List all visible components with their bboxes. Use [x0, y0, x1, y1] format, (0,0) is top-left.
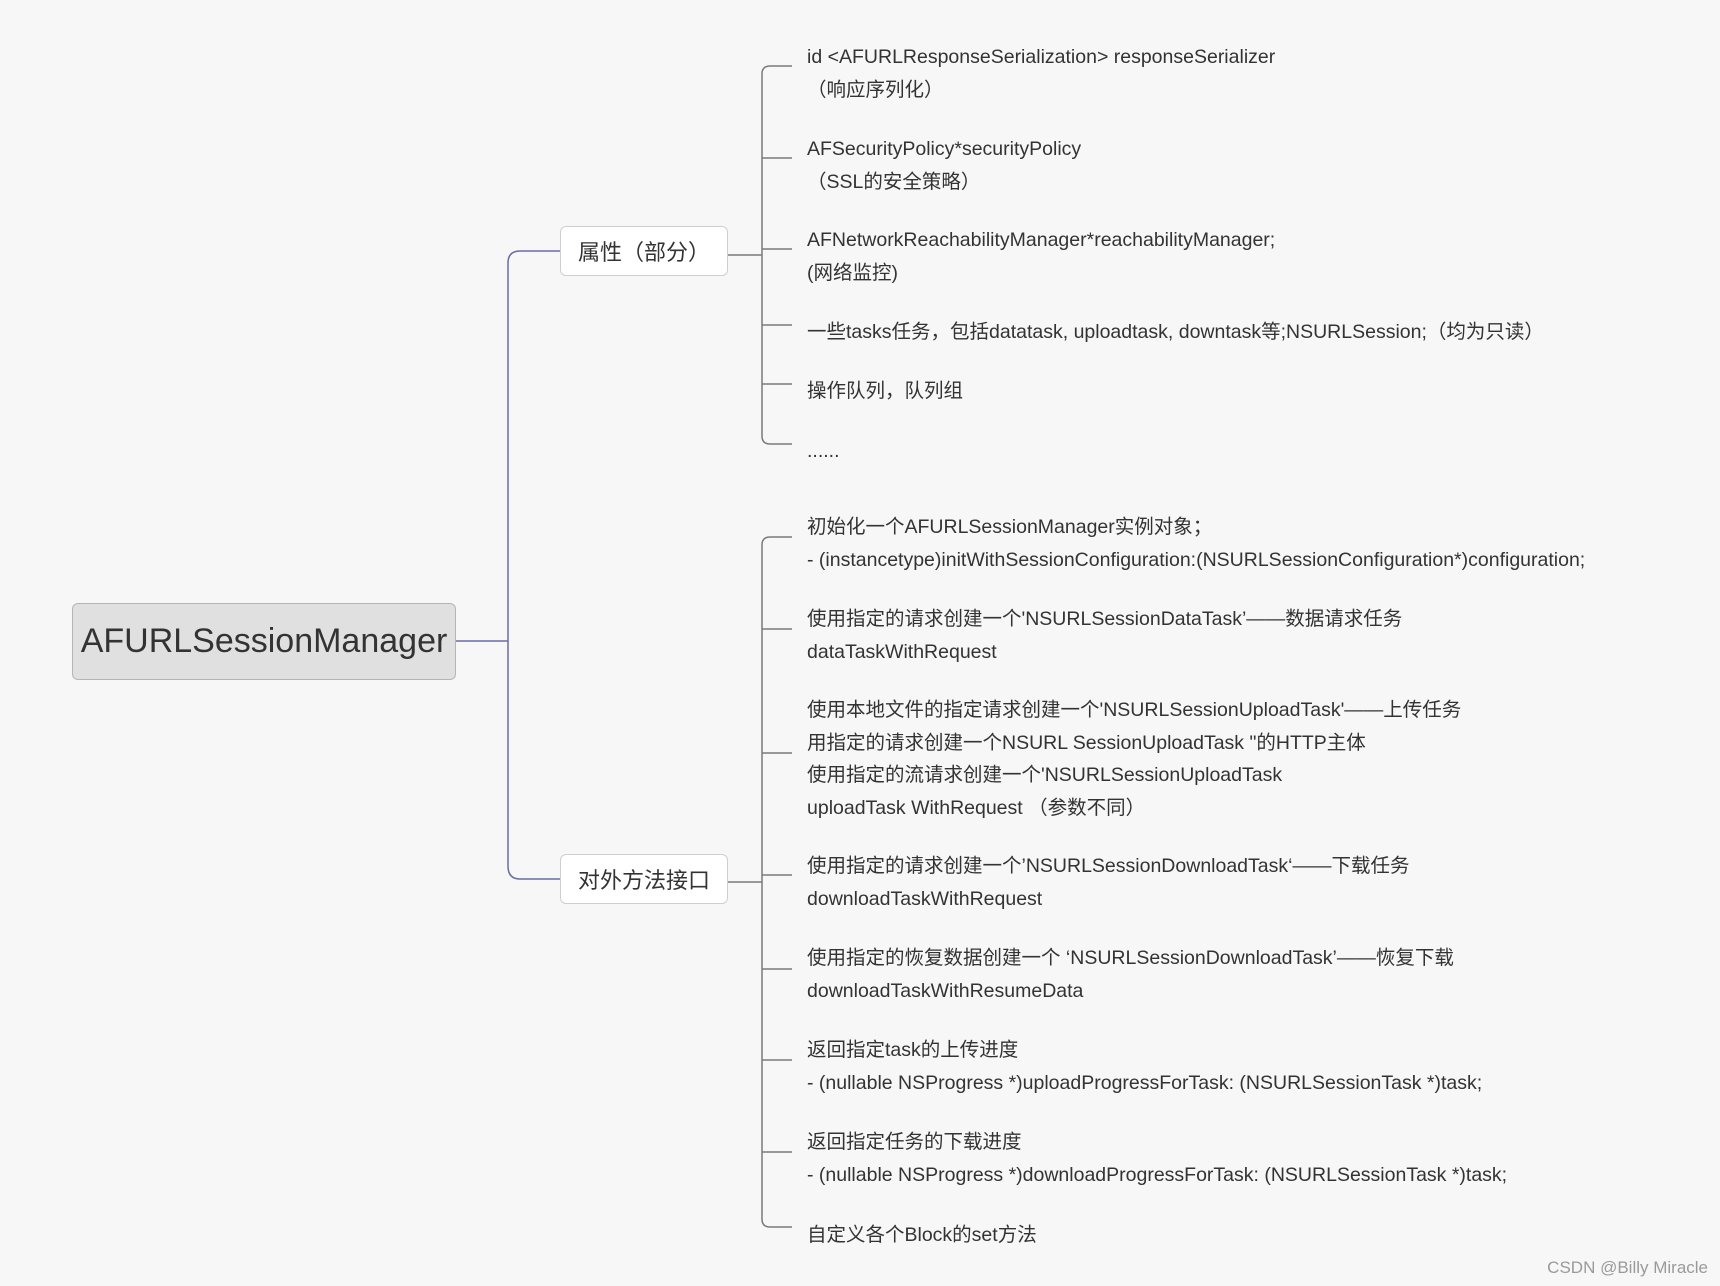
- leaf-node[interactable]: 使用指定的恢复数据创建一个 ‘NSURLSessionDownloadTask’…: [807, 942, 1454, 1007]
- leaf-node[interactable]: 自定义各个Block的set方法: [807, 1219, 1037, 1252]
- leaf-text: uploadTask WithRequest （参数不同）: [807, 796, 1146, 819]
- watermark: CSDN @Billy Miracle: [1547, 1258, 1708, 1277]
- root-node-label: AFURLSessionManager: [80, 622, 448, 660]
- leaf-node[interactable]: 初始化一个AFURLSessionManager实例对象； - (instanc…: [807, 511, 1585, 576]
- leaf-node[interactable]: 返回指定任务的下载进度 - (nullable NSProgress *)dow…: [807, 1126, 1507, 1191]
- leaf-node[interactable]: AFSecurityPolicy*securityPolicy （SSL的安全策…: [807, 133, 1081, 198]
- leaf-text: downloadTaskWithRequest: [807, 887, 1043, 910]
- leaf-node[interactable]: ......: [807, 435, 840, 468]
- methods-link-trunk: [761, 536, 792, 1228]
- leaf-node[interactable]: 使用本地文件的指定请求创建一个'NSURLSessionUploadTask'—…: [807, 694, 1461, 824]
- root-branch-link: [507, 250, 560, 880]
- leaf-text: （响应序列化）: [807, 78, 944, 101]
- leaf-text: (网络监控): [807, 261, 898, 284]
- leaf-node[interactable]: 一些tasks任务，包括datatask, uploadtask, downta…: [807, 316, 1544, 349]
- leaf-text: 返回指定任务的下载进度: [807, 1131, 1022, 1153]
- leaf-text: 使用指定的请求创建一个’NSURLSessionDownloadTask‘——下…: [807, 855, 1410, 877]
- leaf-text: 自定义各个Block的set方法: [807, 1224, 1037, 1246]
- root-node[interactable]: AFURLSessionManager: [72, 603, 456, 680]
- leaf-text: 初始化一个AFURLSessionManager实例对象；: [807, 516, 1213, 538]
- leaf-node[interactable]: 使用指定的请求创建一个'NSURLSessionDataTask’——数据请求任…: [807, 603, 1402, 668]
- leaf-text: AFSecurityPolicy*securityPolicy: [807, 138, 1082, 160]
- leaf-node[interactable]: id <AFURLResponseSerialization> response…: [807, 41, 1275, 106]
- leaf-text: id <AFURLResponseSerialization> response…: [807, 46, 1276, 68]
- leaf-node[interactable]: 操作队列，队列组: [807, 375, 963, 408]
- leaf-text: 操作队列，队列组: [807, 380, 964, 402]
- leaf-text: dataTaskWithRequest: [807, 640, 997, 663]
- leaf-text: - (nullable NSProgress *)uploadProgressF…: [807, 1071, 1483, 1094]
- leaf-text: 使用本地文件的指定请求创建一个'NSURLSessionUploadTask'—…: [807, 699, 1462, 721]
- leaf-text: 返回指定task的上传进度: [807, 1039, 1019, 1061]
- leaf-node[interactable]: AFNetworkReachabilityManager*reachabilit…: [807, 224, 1275, 289]
- branch-node-label: 属性（部分）: [577, 240, 710, 265]
- leaf-text: （SSL的安全策略）: [807, 170, 981, 193]
- props-link-trunk: [761, 65, 792, 445]
- branch-node-label: 对外方法接口: [577, 868, 710, 893]
- leaf-text: ......: [807, 440, 840, 462]
- leaf-text: 一些tasks任务，包括datatask, uploadtask, downta…: [807, 321, 1544, 343]
- leaf-text: AFNetworkReachabilityManager*reachabilit…: [807, 229, 1276, 251]
- leaf-text: - (instancetype)initWithSessionConfigura…: [807, 548, 1586, 571]
- leaf-text: 使用指定的流请求创建一个'NSURLSessionUploadTask: [807, 764, 1283, 786]
- leaf-text: 使用指定的请求创建一个'NSURLSessionDataTask’——数据请求任…: [807, 608, 1403, 630]
- leaf-node[interactable]: 使用指定的请求创建一个’NSURLSessionDownloadTask‘——下…: [807, 850, 1409, 915]
- branch-node-public-methods[interactable]: 对外方法接口: [560, 854, 728, 904]
- leaf-text: - (nullable NSProgress *)downloadProgres…: [807, 1163, 1508, 1186]
- leaf-text: downloadTaskWithResumeData: [807, 979, 1084, 1002]
- leaf-text: 用指定的请求创建一个NSURL SessionUploadTask "的HTTP…: [807, 731, 1366, 754]
- leaf-node[interactable]: 返回指定task的上传进度 - (nullable NSProgress *)u…: [807, 1034, 1482, 1099]
- branch-node-properties[interactable]: 属性（部分）: [560, 226, 728, 276]
- leaf-text: 使用指定的恢复数据创建一个 ‘NSURLSessionDownloadTask’…: [807, 947, 1454, 969]
